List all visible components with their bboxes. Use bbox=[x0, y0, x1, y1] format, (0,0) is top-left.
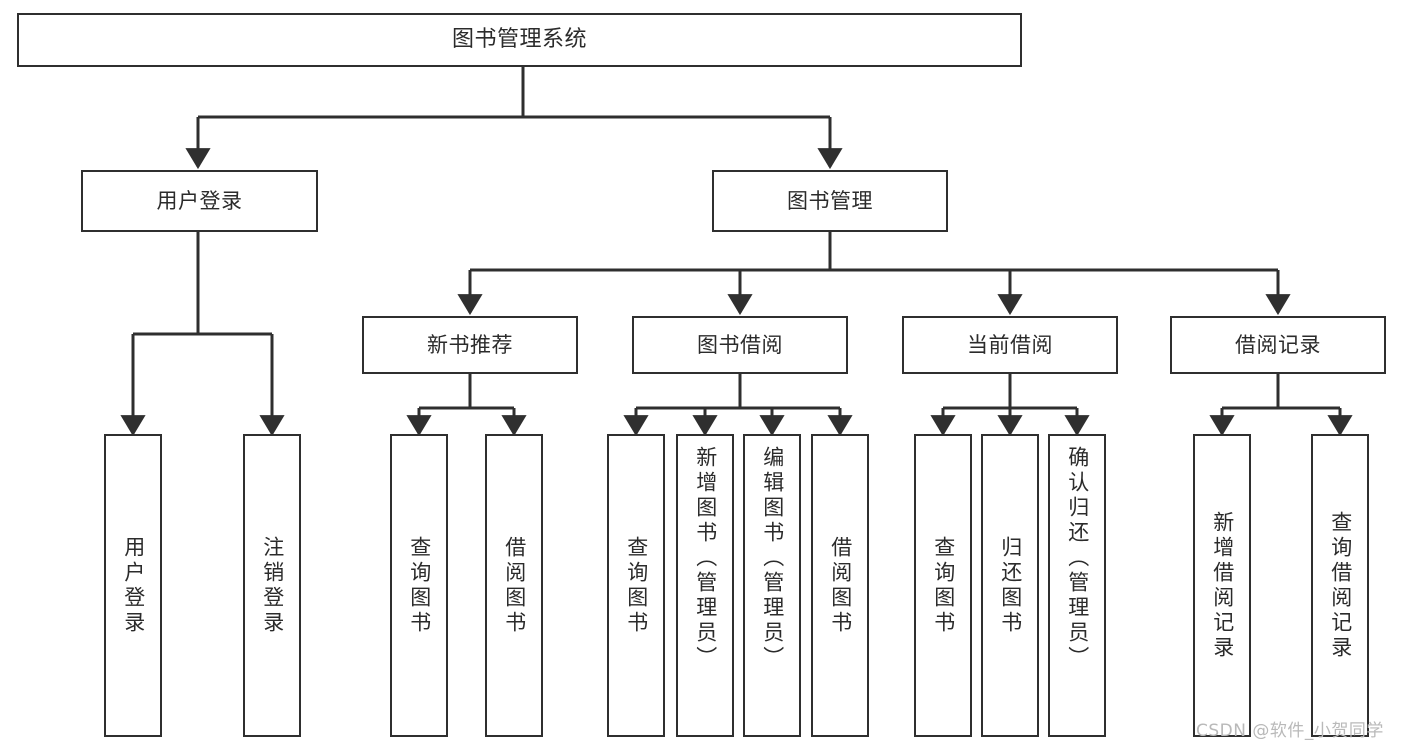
node-book-borrow[interactable]: 图书借阅 bbox=[632, 316, 848, 374]
node-label: 用户登录 bbox=[156, 188, 243, 213]
node-leaf-query-book-3[interactable]: 查询图书 bbox=[914, 434, 972, 737]
node-label: 查询图书 bbox=[407, 535, 432, 636]
node-label: 借阅图书 bbox=[502, 535, 527, 636]
node-label: 新书推荐 bbox=[427, 332, 513, 357]
node-leaf-add-book[interactable]: 新增图书（管理员） bbox=[676, 434, 734, 737]
node-leaf-user-login[interactable]: 用户登录 bbox=[104, 434, 162, 737]
node-label: 新增图书（管理员） bbox=[693, 446, 718, 671]
node-label: 借阅记录 bbox=[1235, 332, 1321, 357]
node-leaf-query-book-2[interactable]: 查询图书 bbox=[607, 434, 665, 737]
node-root-system[interactable]: 图书管理系统 bbox=[17, 13, 1022, 67]
node-label: 图书借阅 bbox=[697, 332, 783, 357]
node-current-borrow[interactable]: 当前借阅 bbox=[902, 316, 1118, 374]
node-label: 借阅图书 bbox=[828, 535, 853, 636]
node-book-manage[interactable]: 图书管理 bbox=[712, 170, 948, 232]
node-label: 确认归还（管理员） bbox=[1065, 446, 1090, 671]
csdn-watermark: CSDN @软件_小贺同学 bbox=[1196, 721, 1384, 741]
node-leaf-add-record[interactable]: 新增借阅记录 bbox=[1193, 434, 1251, 737]
node-label: 编辑图书（管理员） bbox=[760, 446, 785, 671]
node-borrow-record[interactable]: 借阅记录 bbox=[1170, 316, 1386, 374]
node-label: 查询借阅记录 bbox=[1328, 510, 1353, 661]
node-new-book-recommend[interactable]: 新书推荐 bbox=[362, 316, 578, 374]
node-leaf-query-book-1[interactable]: 查询图书 bbox=[390, 434, 448, 737]
node-label: 用户登录 bbox=[121, 535, 146, 636]
node-label: 新增借阅记录 bbox=[1210, 510, 1235, 661]
node-leaf-edit-book[interactable]: 编辑图书（管理员） bbox=[743, 434, 801, 737]
node-label: 查询图书 bbox=[624, 535, 649, 636]
node-leaf-borrow-book-2[interactable]: 借阅图书 bbox=[811, 434, 869, 737]
node-leaf-borrow-book-1[interactable]: 借阅图书 bbox=[485, 434, 543, 737]
node-leaf-logout-login[interactable]: 注销登录 bbox=[243, 434, 301, 737]
node-label: 查询图书 bbox=[931, 535, 956, 636]
node-label: 当前借阅 bbox=[967, 332, 1053, 357]
node-label: 归还图书 bbox=[998, 535, 1023, 636]
node-label: 图书管理系统 bbox=[451, 27, 587, 53]
node-leaf-return-book[interactable]: 归还图书 bbox=[981, 434, 1039, 737]
node-label: 注销登录 bbox=[260, 535, 285, 636]
node-label: 图书管理 bbox=[787, 188, 873, 213]
node-leaf-query-record[interactable]: 查询借阅记录 bbox=[1311, 434, 1369, 737]
node-user-login[interactable]: 用户登录 bbox=[81, 170, 318, 232]
node-leaf-confirm-return[interactable]: 确认归还（管理员） bbox=[1048, 434, 1106, 737]
